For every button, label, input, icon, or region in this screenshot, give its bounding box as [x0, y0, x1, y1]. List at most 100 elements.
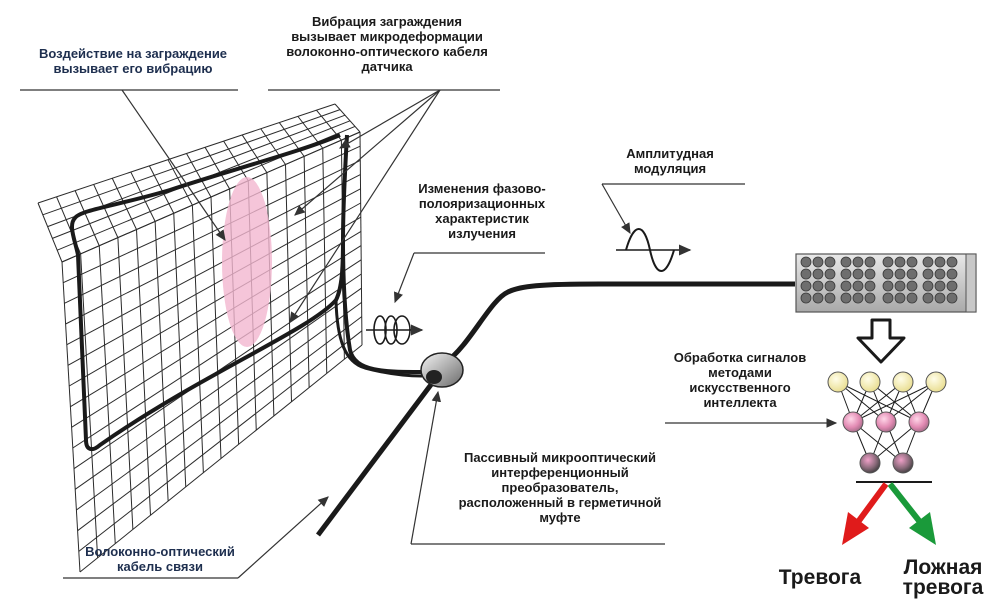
- unit-led: [894, 256, 906, 268]
- false-alarm-arrow: [887, 482, 923, 524]
- unit-led: [894, 280, 906, 292]
- unit-led: [922, 256, 934, 268]
- unit-led: [934, 268, 946, 280]
- fence-vertical-wire: [154, 221, 169, 502]
- fence-top-vertical-wire: [186, 153, 212, 198]
- label-cable: Волоконно-оптический кабель связи: [85, 544, 235, 574]
- fence-horizontal-wire: [71, 245, 362, 428]
- unit-led: [922, 268, 934, 280]
- output-alarm: Тревога: [778, 566, 862, 589]
- alarm-arrow-head: [842, 512, 869, 545]
- fence-top-vertical-wire: [260, 128, 286, 165]
- sine-wave-icon: [616, 228, 692, 272]
- unit-led: [812, 268, 824, 280]
- fence-top-horizontal-wire: [61, 131, 361, 263]
- input-node: [925, 371, 947, 393]
- fence-mesh: [37, 103, 363, 573]
- unit-led: [800, 268, 812, 280]
- fence-horizontal-wire: [76, 301, 362, 511]
- unit-led: [882, 256, 894, 268]
- unit-led: [824, 292, 836, 304]
- unit-led: [922, 280, 934, 292]
- unit-led: [812, 280, 824, 292]
- unit-led: [852, 280, 864, 292]
- unit-led: [906, 268, 918, 280]
- fence-top-vertical-wire: [93, 184, 119, 238]
- fence-horizontal-wire: [70, 230, 362, 408]
- neural-network: [827, 371, 947, 474]
- unit-led: [852, 268, 864, 280]
- hidden-node: [875, 411, 897, 433]
- label-impact: Воздействие на заграждение вызывает его …: [38, 46, 228, 76]
- fence-horizontal-wire: [74, 287, 362, 490]
- unit-led: [840, 256, 852, 268]
- unit-led: [864, 280, 876, 292]
- unit-led: [824, 268, 836, 280]
- impact-zone: [222, 177, 272, 347]
- label-ai: Обработка сигналов методами искусственно…: [673, 350, 807, 410]
- communication-cable: [316, 376, 438, 537]
- down-arrow-icon: [856, 318, 906, 364]
- fence-top-vertical-wire: [167, 159, 193, 206]
- fence-top-vertical-wire: [334, 103, 361, 133]
- fence-horizontal-wire: [67, 202, 361, 366]
- fence-vertical-wire: [191, 205, 204, 473]
- label-phase: Изменения фазово- полояризационных харак…: [418, 181, 546, 241]
- fence-vertical-wire: [80, 253, 99, 558]
- sensor-cable-lead-2: [334, 299, 423, 378]
- fence-vertical-wire: [173, 213, 187, 487]
- fence-horizontal-wire: [62, 145, 361, 284]
- polarization-icon: [366, 315, 424, 345]
- unit-led: [824, 256, 836, 268]
- unit-led: [906, 256, 918, 268]
- fence-top-horizontal-wire: [42, 109, 341, 216]
- network-connection: [852, 381, 904, 423]
- unit-led: [946, 256, 958, 268]
- fence-horizontal-wire: [68, 216, 362, 387]
- network-connection: [885, 381, 937, 423]
- alarm-arrow: [855, 482, 889, 524]
- processing-unit: [795, 253, 977, 313]
- unit-led: [946, 280, 958, 292]
- unit-led: [946, 268, 958, 280]
- unit-led: [934, 292, 946, 304]
- hidden-node: [842, 411, 864, 433]
- fence-horizontal-wire: [77, 316, 363, 532]
- label-converter: Пассивный микрооптический интерференцион…: [458, 450, 662, 525]
- network-connection: [852, 381, 937, 423]
- fence-vertical-wire: [359, 131, 363, 346]
- fence-vertical-wire: [136, 229, 151, 516]
- sealed-coupler: [420, 352, 464, 388]
- unit-led: [800, 280, 812, 292]
- input-node: [859, 371, 881, 393]
- fence-horizontal-wire: [64, 159, 361, 304]
- unit-led: [840, 280, 852, 292]
- unit-led: [852, 292, 864, 304]
- sensor-cable-lead: [341, 239, 423, 374]
- unit-led: [906, 292, 918, 304]
- unit-led: [922, 292, 934, 304]
- fence-top-vertical-wire: [241, 134, 268, 173]
- unit-led: [840, 292, 852, 304]
- unit-led: [934, 256, 946, 268]
- fence-top-vertical-wire: [148, 165, 175, 214]
- unit-led: [840, 268, 852, 280]
- unit-led: [824, 280, 836, 292]
- fence-horizontal-wire: [65, 174, 361, 325]
- fence-vertical-wire: [98, 245, 116, 544]
- fence-vertical-wire: [303, 156, 310, 388]
- fence-horizontal-wire: [72, 259, 362, 449]
- output-node: [859, 452, 881, 474]
- fence-top-vertical-wire: [74, 190, 100, 246]
- unit-led: [812, 256, 824, 268]
- fence-vertical-wire: [285, 164, 292, 402]
- unit-led: [864, 256, 876, 268]
- fence-top-vertical-wire: [204, 147, 231, 190]
- input-node: [892, 371, 914, 393]
- unit-led: [852, 256, 864, 268]
- output-node: [892, 452, 914, 474]
- fence-horizontal-wire: [78, 330, 363, 552]
- fence-vertical-wire: [322, 148, 328, 374]
